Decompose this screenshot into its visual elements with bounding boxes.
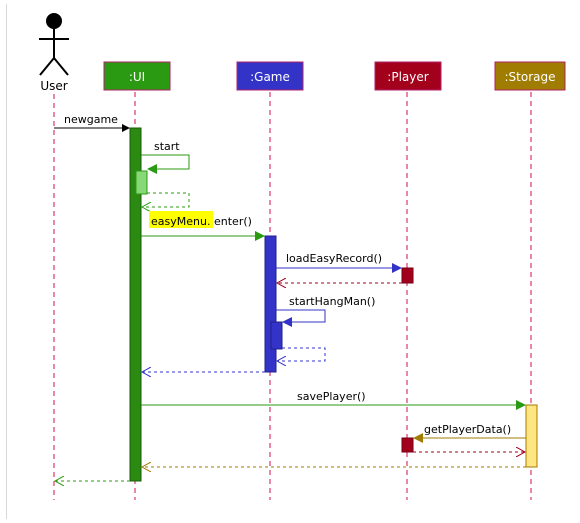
storage-activation-bar	[525, 404, 538, 468]
player-activation-bar-1	[401, 267, 414, 284]
player-activation-bar-2	[401, 437, 414, 453]
page-left-border	[6, 4, 7, 519]
ui-activation-bar	[129, 127, 142, 482]
easy-menu-label-part1: easyMenu.	[151, 215, 210, 228]
participant-player: :Player	[374, 61, 442, 91]
save-player-label: savePlayer()	[297, 390, 366, 403]
participant-player-label: :Player	[387, 70, 428, 84]
participant-storage: :Storage	[494, 61, 566, 91]
get-player-data-label: getPlayerData()	[424, 423, 511, 436]
start-hang-man-label: startHangMan()	[289, 295, 375, 308]
easy-menu-label-part2: enter()	[214, 215, 252, 228]
newgame-message-label: newgame	[64, 113, 118, 126]
participant-storage-label: :Storage	[505, 70, 556, 84]
ui-nested-activation-bar	[135, 170, 148, 195]
user-actor-label: User	[40, 79, 67, 93]
participant-ui-label: :UI	[129, 70, 145, 84]
start-hang-man-self-arrow	[276, 309, 326, 327]
game-activation-bar	[264, 235, 277, 373]
participant-ui: :UI	[103, 61, 171, 91]
participant-game: :Game	[236, 61, 304, 91]
load-easy-record-label: loadEasyRecord()	[286, 252, 382, 265]
start-return-arrow	[142, 192, 190, 207]
start-self-message-arrow	[141, 154, 190, 174]
game-nested-activation-bar	[270, 321, 283, 350]
easy-menu-highlight	[149, 211, 213, 228]
start-hang-man-return-arrow	[277, 347, 326, 361]
start-message-label: start	[154, 140, 180, 153]
participant-game-label: :Game	[250, 70, 290, 84]
user-actor-icon	[39, 13, 69, 76]
